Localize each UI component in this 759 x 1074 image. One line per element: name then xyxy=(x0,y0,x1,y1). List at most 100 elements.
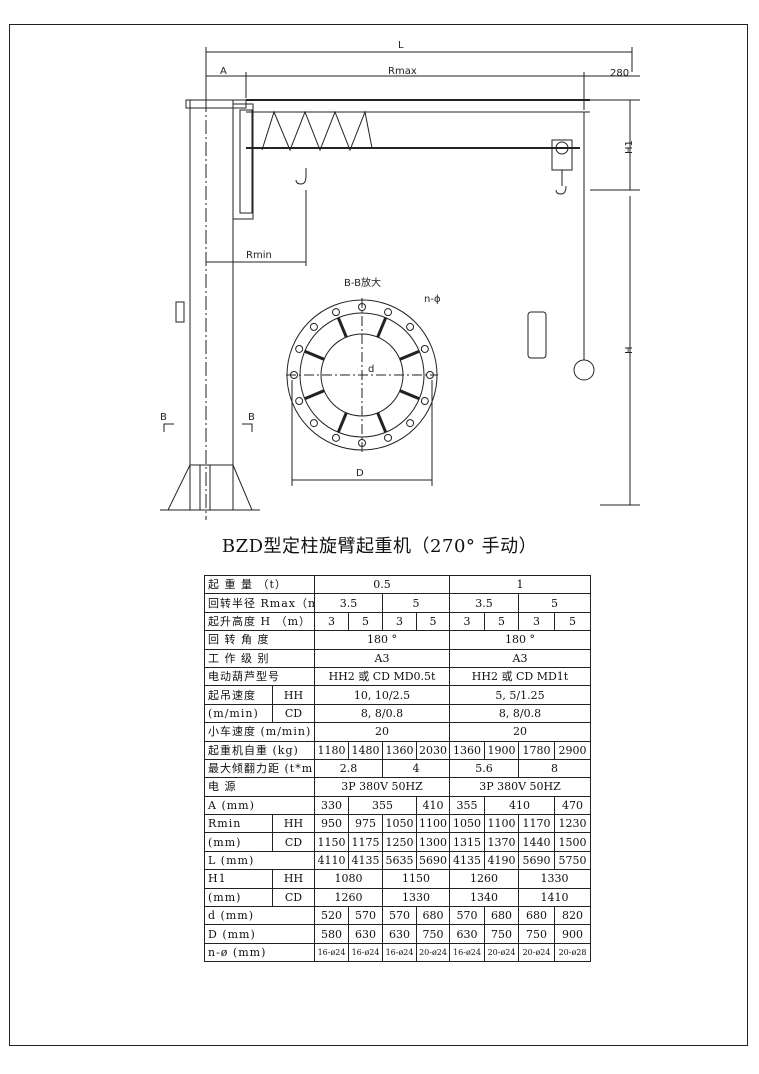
dim-label-H1: H1 xyxy=(624,140,635,154)
row-label: 回转半径 Rmax（m） xyxy=(203,593,316,613)
table-row: 起 重 量 （t） 0.5 1 xyxy=(203,574,592,595)
table-cell: 180 ° xyxy=(449,630,592,650)
table-cell: HH2 或 CD MD1t xyxy=(449,666,592,687)
bolt-hole xyxy=(295,344,304,353)
table-cell: 3P 380V 50HZ xyxy=(449,777,592,797)
table-cell: 630 xyxy=(449,924,486,944)
row-label: L (mm) xyxy=(203,850,316,871)
table-cell: 680 xyxy=(416,906,451,926)
table-cell: 16-ø24 xyxy=(348,942,384,963)
table-cell: HH2 或 CD MD0.5t xyxy=(314,666,451,687)
table-cell: 2900 xyxy=(554,740,592,760)
table-cell: 1330 xyxy=(518,869,592,889)
hoist-trolley xyxy=(551,139,573,171)
table-cell: 10, 10/2.5 xyxy=(314,685,451,705)
table-cell: 4 xyxy=(382,758,451,779)
table-cell: CD xyxy=(271,703,316,724)
table-row: 起升高度 H （m） 3 5 3 5 3 5 3 5 xyxy=(203,611,592,632)
table-cell: 1050 xyxy=(449,814,486,834)
table-cell: 1170 xyxy=(518,814,556,834)
table-cell: 330 xyxy=(314,795,350,816)
table-cell: 1250 xyxy=(382,832,418,852)
table-cell: 355 xyxy=(449,795,486,816)
table-cell: 16-ø24 xyxy=(382,942,418,963)
table-cell: 5 xyxy=(382,593,451,613)
table-row: Rmin HH 950 975 1050 1100 1050 1100 1170… xyxy=(204,814,592,834)
table-cell: 950 xyxy=(314,814,350,834)
bolt-hole xyxy=(406,419,415,428)
table-row: H1 HH 1080 1150 1260 1330 xyxy=(204,869,592,889)
table-row: 回 转 角 度 180 ° 180 ° xyxy=(203,630,592,650)
table-cell: 580 xyxy=(314,924,350,944)
table-cell: 2030 xyxy=(416,740,451,760)
column xyxy=(189,99,234,511)
table-cell: 5 xyxy=(416,611,451,632)
table-cell: 1260 xyxy=(449,869,520,889)
table-cell: 1175 xyxy=(348,832,384,852)
table-cell: 1315 xyxy=(449,832,486,852)
control-pendant xyxy=(527,311,547,359)
table-row: 起重机自重 (kg) 1180 1480 1360 2030 1360 1900… xyxy=(203,740,592,760)
bolt-hole xyxy=(384,308,393,317)
table-cell: 1780 xyxy=(518,740,556,760)
table-cell: 1150 xyxy=(314,832,350,852)
flange-rib xyxy=(304,349,325,361)
row-label: D (mm) xyxy=(203,924,316,944)
table-cell: 4135 xyxy=(348,850,384,871)
table-cell: 20 xyxy=(449,722,592,742)
table-cell: 5, 5/1.25 xyxy=(449,685,592,705)
table-cell: 5690 xyxy=(518,850,556,871)
page-border xyxy=(9,24,748,1046)
table-cell: 5635 xyxy=(382,850,418,871)
table-cell: 4110 xyxy=(314,850,350,871)
table-cell: 180 ° xyxy=(314,630,451,650)
flange-rib xyxy=(399,389,420,401)
table-cell: 2.8 xyxy=(314,758,384,779)
bolt-hole xyxy=(295,397,304,406)
table-row: 电 源 3P 380V 50HZ 3P 380V 50HZ xyxy=(203,777,592,797)
row-label: H1 xyxy=(204,869,273,889)
table-cell: 5750 xyxy=(554,850,592,871)
table-cell: 1 xyxy=(449,574,592,595)
flange-rib xyxy=(304,389,325,401)
table-cell: 20-ø24 xyxy=(484,942,520,963)
table-cell: 3 xyxy=(518,611,556,632)
dim-label-280: 280 xyxy=(610,68,629,79)
dim-label-d: d xyxy=(368,364,374,375)
table-cell: 1370 xyxy=(484,832,520,852)
table-cell: 470 xyxy=(554,795,592,816)
table-cell: 3 xyxy=(314,611,350,632)
row-label: Rmin xyxy=(204,814,273,834)
table-row: 最大倾翻力距 (t*m) 2.8 4 5.6 8 xyxy=(203,758,592,779)
table-cell: 5 xyxy=(484,611,520,632)
table-cell: 20-ø28 xyxy=(554,942,592,963)
table-cell: 1360 xyxy=(382,740,418,760)
table-cell: A3 xyxy=(314,648,451,668)
table-cell: 355 xyxy=(348,795,418,816)
row-label: 小车速度 (m/min) xyxy=(203,722,316,742)
flange-rib xyxy=(336,317,348,338)
table-cell: 410 xyxy=(416,795,451,816)
table-cell: 1080 xyxy=(314,869,384,889)
dim-label-D: D xyxy=(356,468,364,479)
table-cell: 20 xyxy=(314,722,451,742)
dim-label-L: L xyxy=(398,40,404,51)
table-cell: 1340 xyxy=(449,887,520,908)
table-cell: 570 xyxy=(382,906,418,926)
table-cell: 1260 xyxy=(314,887,384,908)
table-cell: 5 xyxy=(554,611,592,632)
table-cell: HH xyxy=(271,685,316,705)
table-row: A (mm) 330 355 410 355 410 470 xyxy=(203,795,592,816)
dim-label-A: A xyxy=(220,66,227,77)
table-cell: 1180 xyxy=(314,740,350,760)
table-cell: 1410 xyxy=(518,887,592,908)
row-label: 起吊速度 xyxy=(204,685,273,705)
table-cell: 3 xyxy=(382,611,418,632)
bolt-hole xyxy=(309,322,318,331)
row-label: 最大倾翻力距 (t*m) xyxy=(203,758,316,779)
row-label: (mm) xyxy=(204,832,273,852)
table-cell: 750 xyxy=(416,924,451,944)
table-cell: 1500 xyxy=(554,832,592,852)
table-cell: 16-ø24 xyxy=(449,942,486,963)
table-cell: 680 xyxy=(484,906,520,926)
